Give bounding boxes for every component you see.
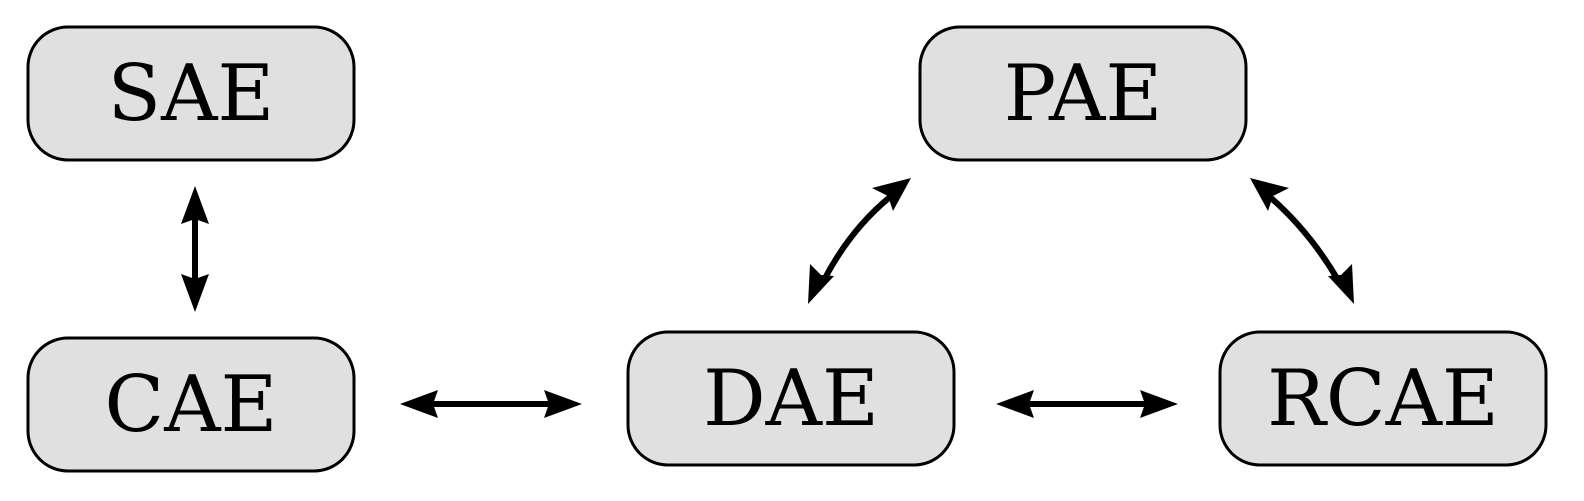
- node-dae: DAE: [626, 330, 956, 467]
- node-sae: SAE: [26, 25, 356, 162]
- node-sae-box: [26, 25, 356, 162]
- node-rcae: RCAE: [1218, 330, 1548, 467]
- edge-dae-pae-curve: [821, 194, 892, 282]
- edge-dae-pae-arrowhead-top: [872, 178, 911, 211]
- edge-sae-cae-arrowhead-top: [181, 186, 209, 224]
- edge-cae-dae-arrowhead-right: [544, 390, 582, 418]
- node-cae-box: [26, 336, 356, 473]
- edge-pae-rcae: [1250, 178, 1354, 304]
- edge-dae-rcae-arrowhead-left: [996, 390, 1034, 418]
- node-rcae-box: [1218, 330, 1548, 467]
- node-pae-box: [918, 25, 1248, 162]
- edge-dae-pae: [808, 178, 911, 304]
- edge-dae-rcae-arrowhead-right: [1140, 390, 1178, 418]
- node-pae-label: PAE: [1004, 49, 1163, 139]
- edge-dae-pae-arrowhead-bottom: [808, 264, 834, 304]
- edge-cae-dae: [400, 390, 582, 418]
- node-cae: CAE: [26, 336, 356, 473]
- node-sae-label: SAE: [108, 49, 275, 139]
- node-dae-label: DAE: [703, 354, 879, 444]
- node-dae-box: [626, 330, 956, 467]
- edge-pae-rcae-arrowhead-bottom: [1328, 264, 1354, 304]
- edge-pae-rcae-arrowhead-top: [1250, 178, 1289, 211]
- node-cae-label: CAE: [105, 360, 278, 450]
- edge-pae-rcae-curve: [1268, 194, 1341, 282]
- edge-cae-dae-arrowhead-left: [400, 390, 438, 418]
- node-rcae-label: RCAE: [1267, 354, 1499, 444]
- edge-sae-cae: [181, 186, 209, 312]
- node-pae: PAE: [918, 25, 1248, 162]
- edge-sae-cae-arrowhead-bottom: [181, 274, 209, 312]
- edge-dae-rcae: [996, 390, 1178, 418]
